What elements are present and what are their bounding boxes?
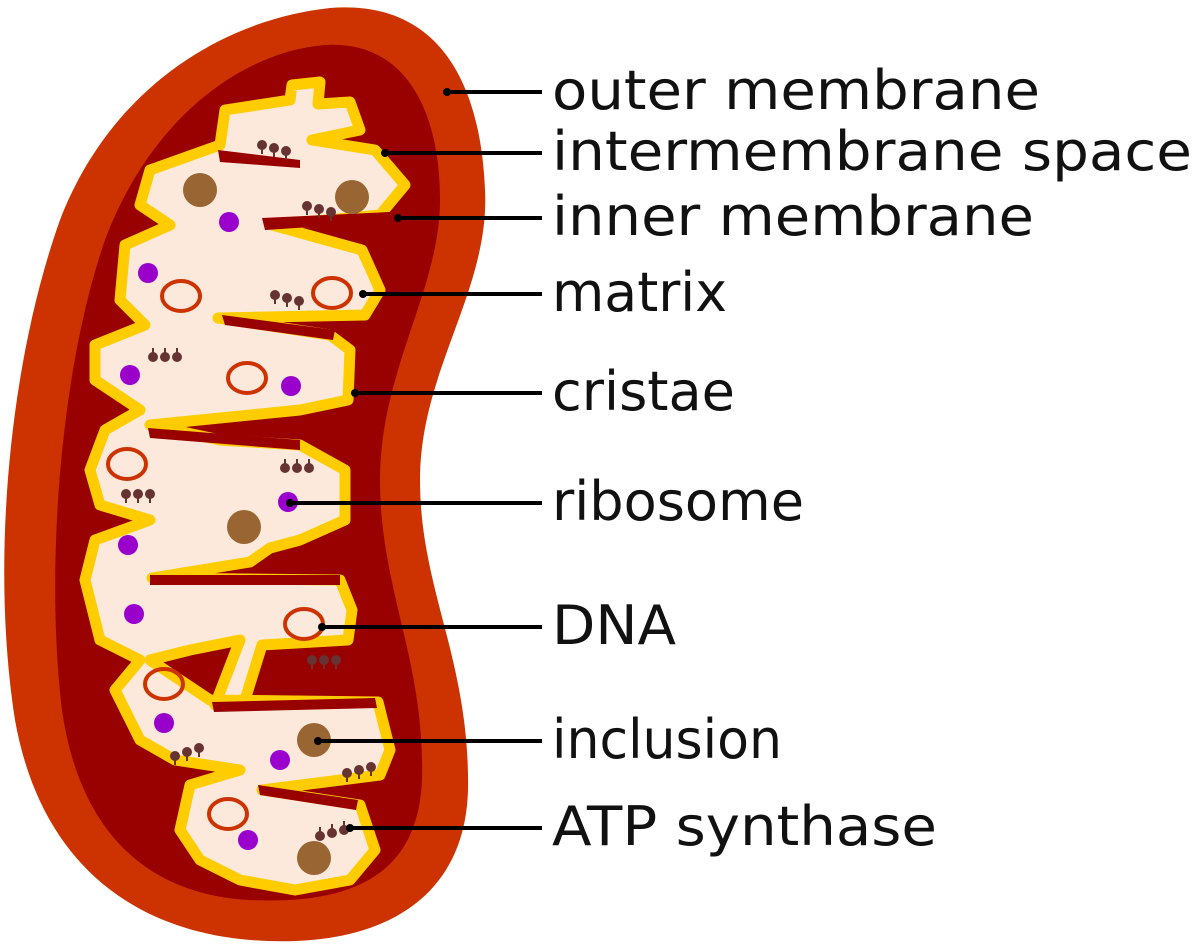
ribosome-icon [219,212,239,232]
label-intermembrane-space: intermembrane space [552,120,1192,183]
ribosome-icon [238,830,258,850]
crista-fold [148,428,300,450]
inclusion-icon [297,723,331,757]
atp-synthase-icon [121,489,155,503]
label-ribosome: ribosome [552,470,804,533]
ribosome-icon [154,713,174,733]
crista-fold [262,212,390,230]
inclusion-icon [183,173,217,207]
crista-fold [258,785,358,810]
label-matrix: matrix [552,261,727,324]
label-inclusion: inclusion [552,708,782,771]
dna-ring-icon [106,447,148,481]
inclusion-icon [297,841,331,875]
crista-fold [212,698,377,712]
ribosome-icon [118,535,138,555]
dna-ring-icon [311,276,353,310]
dna-ring-icon [143,667,185,701]
atp-synthase-icon [302,201,336,221]
cristae-folds [148,150,390,810]
label-atp-synthase: ATP synthase [552,795,937,858]
dna-ring-icon [207,797,249,831]
dna-ring-icon [160,279,202,313]
label-cristae: cristae [552,360,735,423]
crista-fold [222,315,335,340]
crista-fold [150,575,340,585]
dna-ring-icon [226,361,268,395]
atp-synthase-icon [148,348,182,362]
inner-membrane-matrix-shape [79,76,411,896]
ribosome-icon [270,750,290,770]
ribosome-icon [138,263,158,283]
crista-fold [218,150,300,168]
ribosome-icon [124,604,144,624]
ribosome-icon [281,376,301,396]
atp-synthase-icon [307,655,341,669]
ribosomes [118,212,301,850]
ribosome-icon [120,365,140,385]
labels: outer membrane intermembrane space inner… [552,59,1192,858]
inclusion-icon [227,510,261,544]
inclusion-icon [335,180,369,214]
label-inner-membrane: inner membrane [552,185,1034,248]
atp-synthase-icon [257,140,291,160]
leader-lines [286,88,542,832]
label-dna: DNA [552,594,676,657]
label-outer-membrane: outer membrane [552,59,1040,122]
atp-synthase-clusters [121,140,376,841]
atp-synthase-icon [170,743,204,765]
inclusions [183,173,369,875]
atp-synthase-icon [280,459,314,473]
atp-synthase-icon [270,290,304,310]
atp-synthase-icon [342,762,376,782]
